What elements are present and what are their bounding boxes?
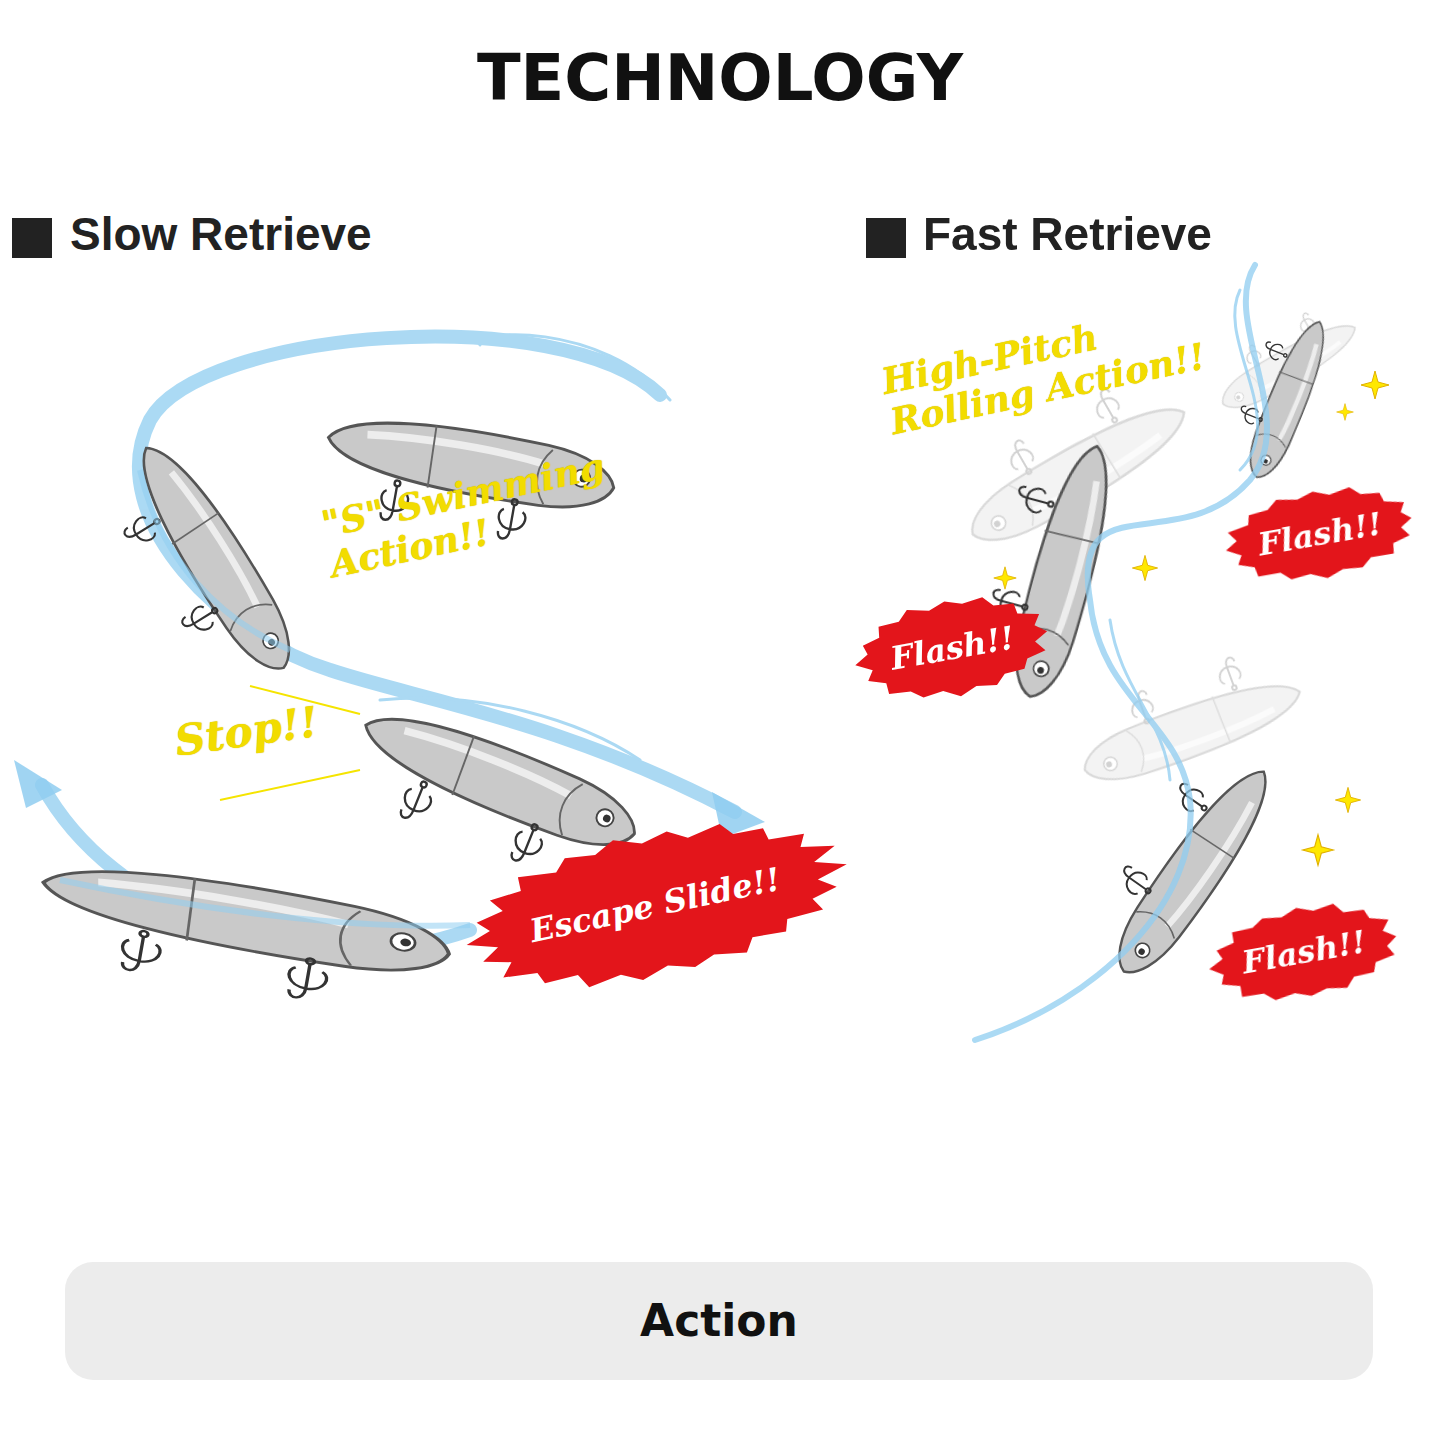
sparkle [1337,404,1354,421]
page-title: TECHNOLOGY [0,40,1440,117]
section-heading: Slow Retrieve [70,208,490,261]
action-note: High-Pitch Rolling Action!! [878,285,1257,443]
sparkle [994,567,1016,589]
section-heading: Fast Retrieve [923,208,1343,261]
burst-callout: Flash!! [1214,471,1427,596]
stop-mark [220,770,360,800]
heading-square [866,218,906,258]
caption-bar: Action [65,1262,1373,1380]
heading-square [12,218,52,258]
caption-text: Action [640,1295,798,1348]
burst-callout: Escape Slide!! [444,790,866,1020]
sparkle [1335,787,1360,812]
burst-callout: Flash!! [1198,889,1409,1017]
sparkle [1303,835,1334,866]
lure-figure [92,433,307,702]
lure-figure [31,851,454,1024]
arrow-head [14,760,62,808]
sparkle [1132,555,1157,580]
sparkle [1361,371,1389,399]
action-note: Stop!! [172,694,347,765]
